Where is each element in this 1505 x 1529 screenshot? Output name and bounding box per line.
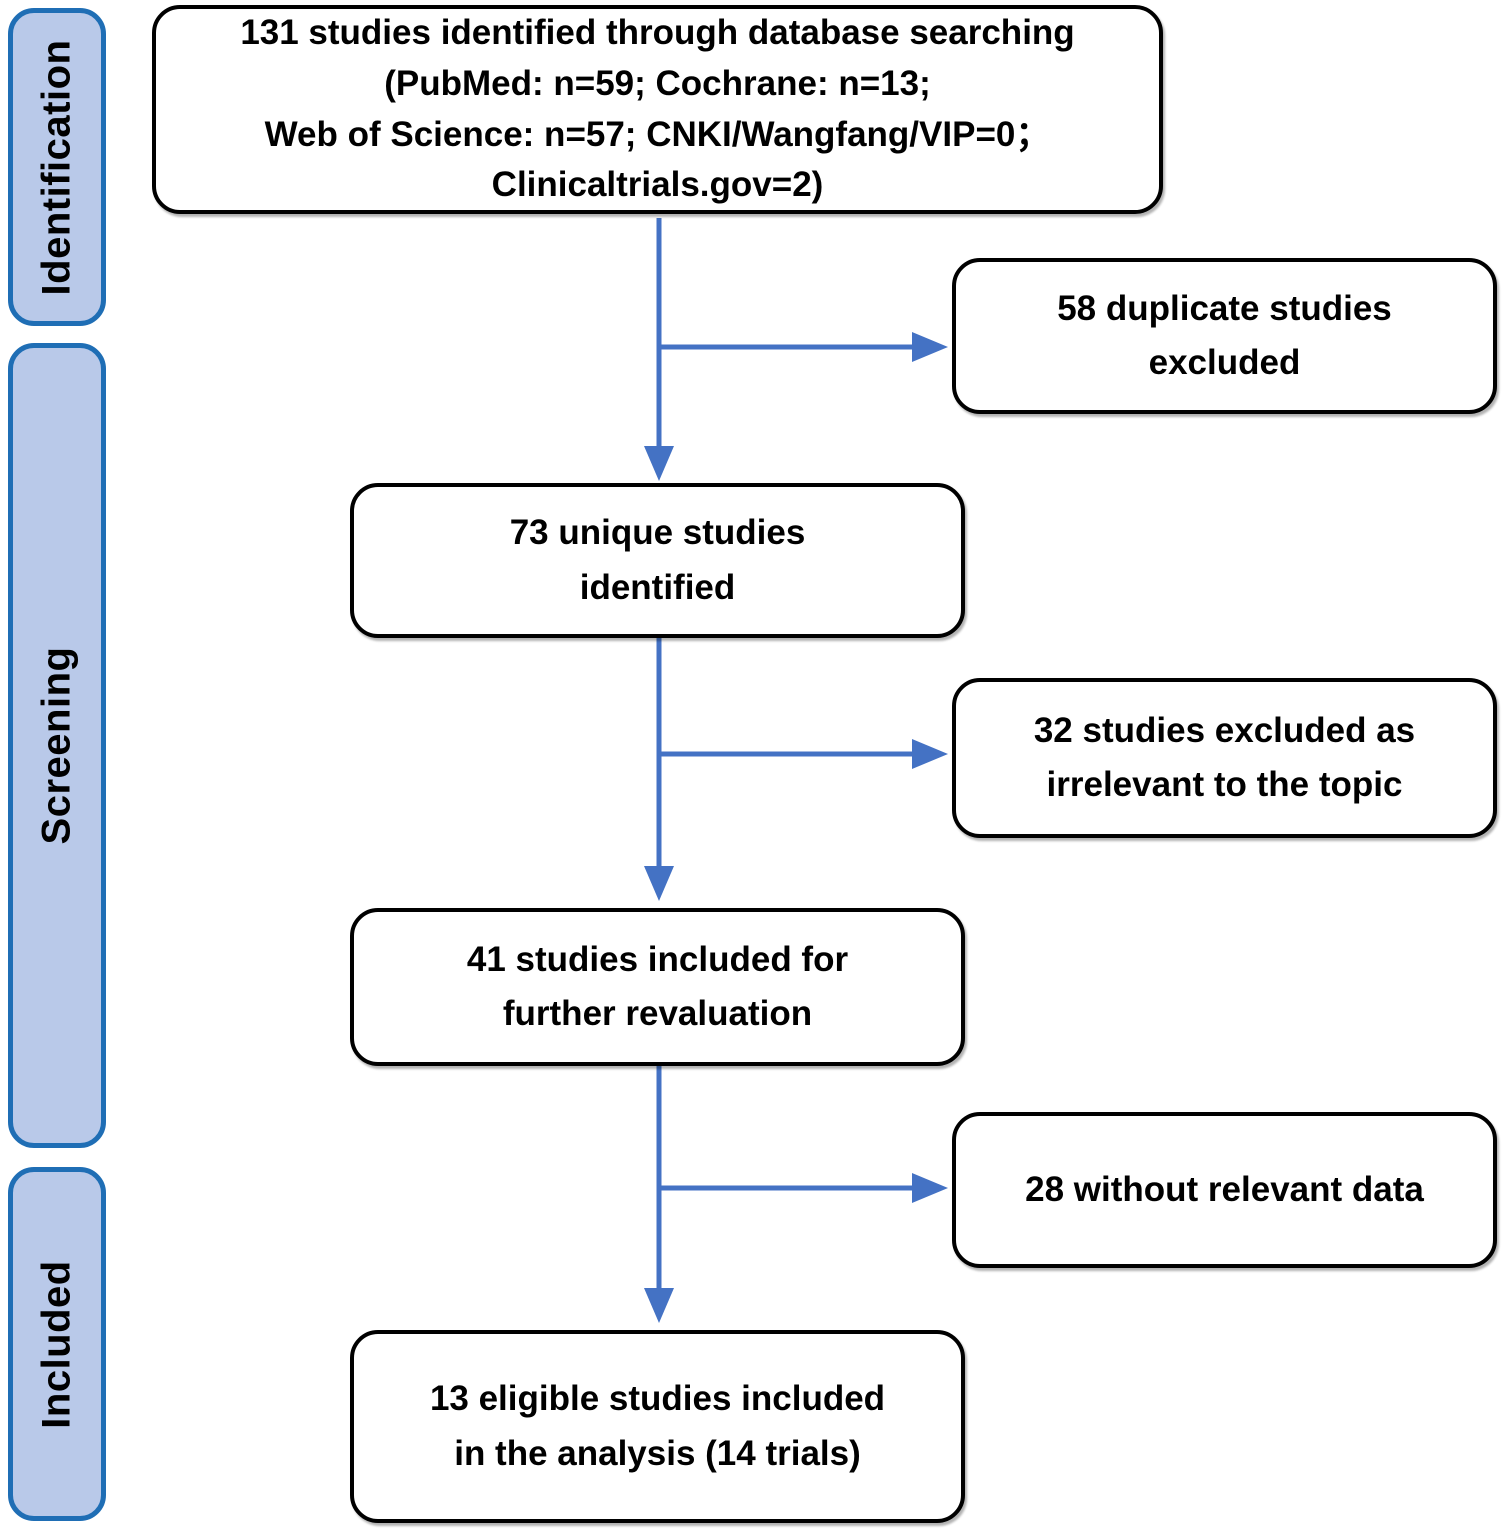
arrowhead-to-irrelevant-excluded	[912, 739, 948, 769]
arrowhead-to-duplicates-excluded	[912, 332, 948, 362]
box-without-relevant-data: 28 without relevant data	[952, 1112, 1497, 1268]
stage-screening: Screening	[8, 343, 106, 1148]
arrowhead-unique-to-revaluation	[644, 866, 674, 901]
stage-identification-label: Identification	[34, 39, 79, 295]
box-studies-identified: 131 studies identified through database …	[152, 5, 1163, 214]
stage-screening-label: Screening	[34, 646, 79, 845]
box-without-relevant-data-text: 28 without relevant data	[1025, 1169, 1424, 1209]
arrowhead-revaluation-to-final	[644, 1288, 674, 1323]
box-studies-identified-text: 131 studies identified through database …	[240, 13, 1075, 205]
arrowhead-identified-to-unique	[644, 446, 674, 481]
stage-identification: Identification	[8, 8, 106, 326]
arrowhead-to-no-relevant-data	[912, 1173, 948, 1203]
stage-included: Included	[8, 1167, 106, 1521]
stage-included-label: Included	[34, 1259, 79, 1429]
